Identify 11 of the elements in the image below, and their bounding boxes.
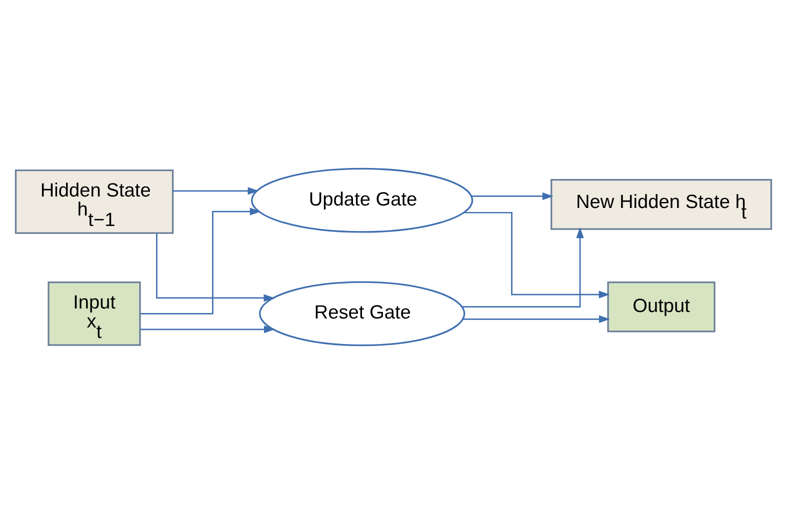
arrow: [464, 211, 610, 298]
node-ellipse: Reset Gate: [258, 280, 465, 346]
arrow: [462, 314, 610, 322]
arrow: [462, 226, 584, 308]
arrow: [156, 232, 274, 302]
node-box: Output: [606, 280, 715, 332]
arrow: [172, 186, 258, 194]
arrow: [140, 325, 274, 333]
node-ellipse: Update Gate: [250, 167, 473, 232]
arrow: [140, 207, 260, 314]
arrow: [470, 192, 553, 200]
